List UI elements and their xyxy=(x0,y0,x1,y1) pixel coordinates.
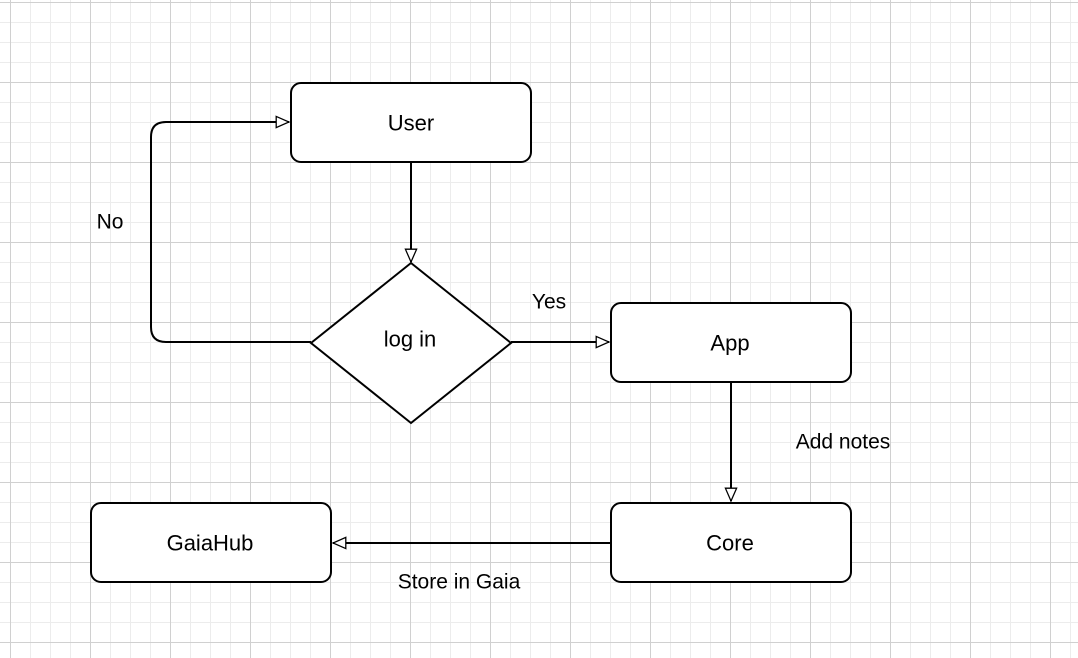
node-core[interactable]: Core xyxy=(610,502,852,583)
node-app-label: App xyxy=(710,331,749,356)
edge-label-add-notes: Add notes xyxy=(796,431,891,454)
node-gaiahub-label: GaiaHub xyxy=(167,531,254,556)
edge-label-store-in-gaia: Store in Gaia xyxy=(398,571,521,594)
node-user-label: User xyxy=(388,111,434,136)
node-app[interactable]: App xyxy=(610,302,852,383)
node-core-label: Core xyxy=(706,531,754,556)
edge-login-no-to-user xyxy=(150,115,311,343)
node-login-label: log in xyxy=(384,327,437,352)
edge-label-yes: Yes xyxy=(532,291,566,314)
node-gaiahub[interactable]: GaiaHub xyxy=(90,502,332,583)
edge-label-no: No xyxy=(97,211,124,234)
node-login-decision[interactable]: log in xyxy=(309,261,513,425)
node-user[interactable]: User xyxy=(290,82,532,163)
